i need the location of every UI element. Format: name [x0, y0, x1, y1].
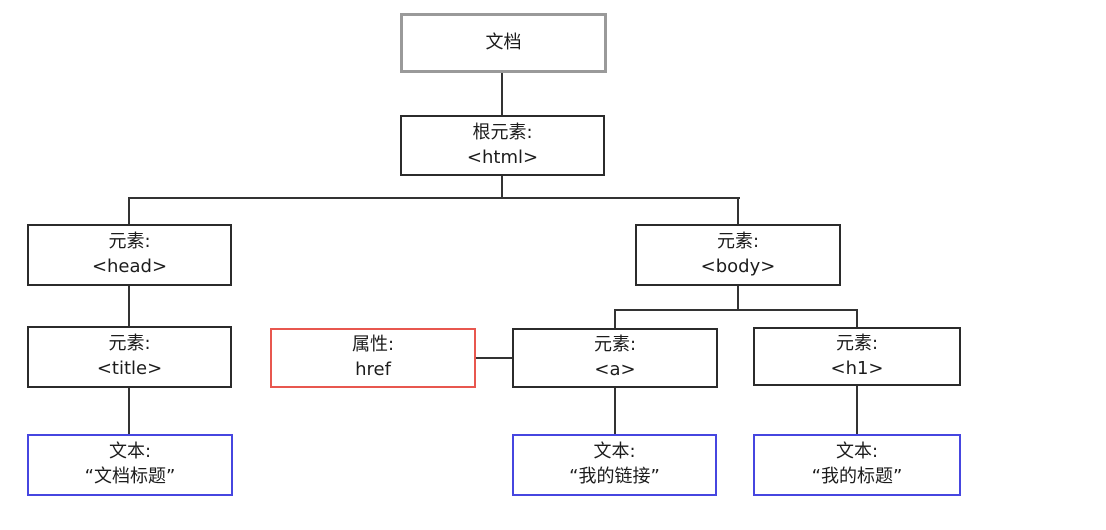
connector-html-stem	[501, 176, 503, 198]
node-document: 文档	[400, 13, 607, 73]
node-tag-label: <body>	[700, 256, 776, 277]
node-tag-label: <title>	[96, 358, 163, 379]
node-element-head: 元素: <head>	[27, 224, 232, 286]
connector-branch-h1	[856, 309, 858, 328]
connector-h1-text	[856, 386, 858, 434]
connector-document-html	[501, 73, 503, 115]
node-text-value: “我的标题”	[811, 466, 903, 487]
node-attribute-href: 属性: href	[270, 328, 476, 388]
node-type-label: 元素:	[835, 332, 879, 354]
connector-head-title	[128, 286, 130, 326]
node-text-my-link: 文本: “我的链接”	[512, 434, 717, 496]
node-text-document-title: 文本: “文档标题”	[27, 434, 233, 496]
connector-body-stem	[737, 286, 739, 311]
connector-html-branch	[128, 197, 740, 199]
node-type-label: 元素:	[108, 231, 151, 253]
node-tag-label: <html>	[466, 146, 539, 168]
connector-a-text	[614, 388, 616, 434]
node-text-my-heading: 文本: “我的标题”	[753, 434, 961, 496]
node-document-label: 文档	[485, 31, 522, 53]
connector-body-branch	[614, 309, 858, 311]
node-type-label: 文本:	[108, 441, 152, 463]
node-type-label: 根元素:	[472, 121, 533, 143]
node-type-label: 元素:	[593, 334, 637, 356]
node-tag-label: <head>	[91, 256, 168, 277]
connector-title-text	[128, 388, 130, 434]
connector-attr-a	[476, 357, 512, 359]
node-type-label: 元素:	[716, 231, 760, 253]
connector-branch-head	[128, 197, 130, 224]
node-text-value: “我的链接”	[569, 466, 660, 487]
node-element-body: 元素: <body>	[635, 224, 841, 286]
node-element-h1: 元素: <h1>	[753, 327, 961, 386]
node-attr-label: href	[355, 359, 391, 380]
node-tag-label: <h1>	[830, 357, 884, 379]
node-text-value: “文档标题”	[84, 466, 176, 487]
node-type-label: 元素:	[108, 333, 151, 355]
node-type-label: 属性:	[351, 334, 395, 356]
node-root-element-html: 根元素: <html>	[400, 115, 605, 176]
node-type-label: 文本:	[593, 441, 636, 463]
node-tag-label: <a>	[594, 359, 636, 380]
connector-branch-body	[737, 197, 739, 224]
node-element-a: 元素: <a>	[512, 328, 718, 388]
connector-branch-a	[614, 309, 616, 328]
node-type-label: 文本:	[835, 441, 879, 463]
node-element-title: 元素: <title>	[27, 326, 232, 388]
